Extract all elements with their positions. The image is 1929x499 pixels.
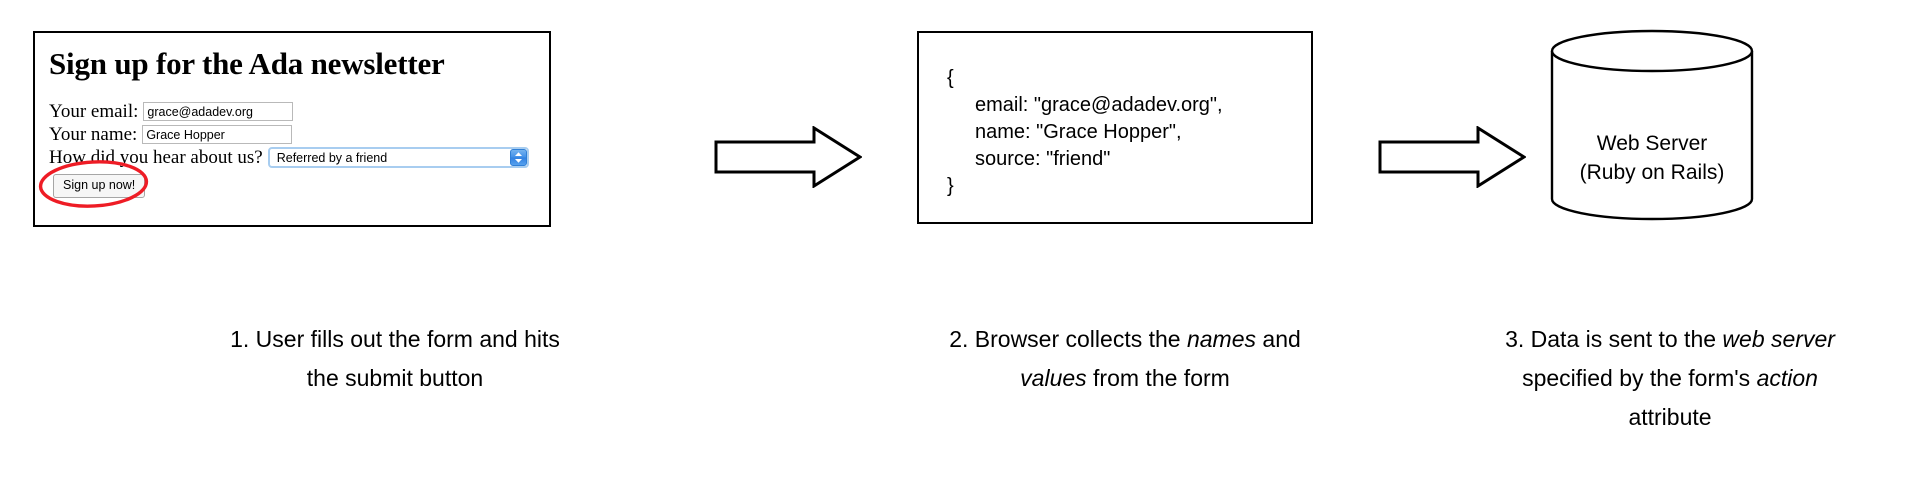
caption-text: 2. Browser collects the [949,326,1187,352]
name-input[interactable] [142,125,293,144]
caption-text: 3. Data is sent to the [1505,326,1723,352]
web-server-cylinder: Web Server (Ruby on Rails) [1549,29,1755,221]
json-line: } [947,175,954,197]
caption-line: values from the form [745,359,1505,398]
email-label: Your email: [49,101,139,122]
server-label-line-2: (Ruby on Rails) [1579,161,1725,184]
arrow-form-to-json [714,126,862,188]
caption-line: 3. Data is sent to the web server [1415,320,1925,359]
form-heading: Sign up for the Ada newsletter [49,46,445,81]
json-line: { [947,67,954,89]
email-input[interactable] [143,102,294,121]
caption-text: specified by the form's [1522,365,1757,391]
cylinder-shape [1550,29,1754,221]
caption-line: 2. Browser collects the names and [745,320,1505,359]
source-select-wrapper[interactable]: Referred by a friend [267,147,529,168]
caption-text: from the form [1086,365,1230,391]
json-line: email: "grace@adadev.org", [975,94,1223,116]
server-label-line-1: Web Server [1596,132,1708,155]
caption-text: attribute [1628,404,1712,430]
form-row-name: Your name: [49,124,537,145]
caption-text: 1. User fills out the form and hits [230,326,560,352]
caption-text: the submit button [306,365,484,391]
form-fields: Your email: Your name: How did you hear … [49,101,537,198]
caption-line: the submit button [60,359,730,398]
caption-text: and [1256,326,1301,352]
signup-button[interactable]: Sign up now! [53,174,146,198]
caption-step-1: 1. User fills out the form and hits the s… [60,320,730,398]
json-line: source: "friend" [975,148,1111,170]
form-row-email: Your email: [49,101,537,122]
json-line: name: "Grace Hopper", [975,121,1182,143]
caption-emphasis: web server [1722,326,1835,352]
chevron-up-down-icon[interactable] [509,149,527,166]
server-label: Web Server (Ruby on Rails) [1549,129,1755,187]
name-label: Your name: [49,124,138,145]
source-label: How did you hear about us? [49,147,263,168]
form-row-source: How did you hear about us? Referred by a… [49,147,537,168]
caption-line: attribute [1415,398,1925,437]
browser-form-panel: Sign up for the Ada newsletter Your emai… [33,31,551,227]
json-payload-panel: { email: "grace@adadev.org", name: "Grac… [917,31,1313,224]
caption-line: specified by the form's action [1415,359,1925,398]
arrow-json-to-server [1378,126,1526,188]
caption-emphasis: action [1756,365,1818,391]
caption-emphasis: names [1186,326,1257,352]
caption-emphasis: values [1020,365,1087,391]
caption-line: 1. User fills out the form and hits [60,320,730,359]
source-select[interactable]: Referred by a friend [267,147,529,168]
